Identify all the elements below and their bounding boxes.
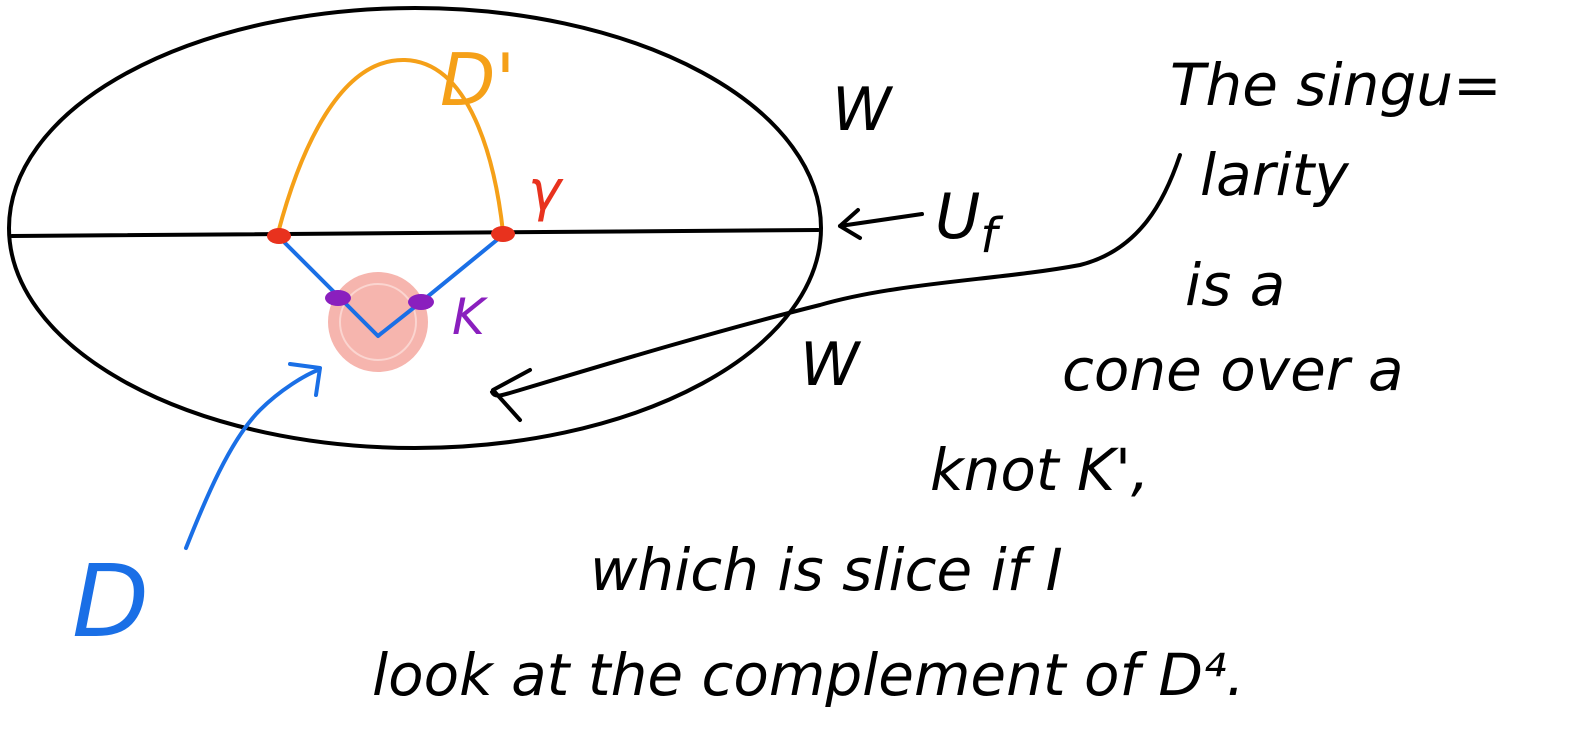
w-top-label: W [832, 75, 894, 145]
d-prime-arc [276, 57, 505, 235]
note-line-5: knot K', [930, 436, 1149, 504]
note-line-1: The singu= [1170, 51, 1502, 119]
curved-arrow-icon [490, 153, 1182, 422]
note-line-7: look at the complement of D⁴. [372, 641, 1245, 709]
left-arrow-icon [838, 208, 924, 240]
d-prime-label: D' [440, 38, 515, 122]
note-line-2: larity [1200, 141, 1349, 209]
note-line-3: is a [1185, 251, 1285, 319]
note-text: The singu= larity is a cone over a knot … [372, 51, 1502, 709]
k-point-right [408, 294, 434, 310]
k-point-left [325, 290, 351, 306]
note-line-6: which is slice if I [590, 536, 1063, 604]
up-arrow-icon [184, 362, 322, 550]
singularity-disk [328, 272, 428, 372]
k-label: K [452, 288, 489, 346]
d-label: D [72, 543, 149, 660]
singularity-inner-ring [339, 283, 417, 361]
gamma-point-left [267, 228, 291, 244]
gamma-point-right [491, 226, 515, 242]
manifold-ellipse [7, 6, 823, 450]
w-bottom-label: W [800, 330, 862, 400]
u-f-subscript: f [980, 208, 1003, 264]
note-line-4: cone over a [1062, 336, 1404, 404]
d-segments [277, 233, 505, 338]
u-f-line [10, 228, 820, 238]
gamma-label: γ [528, 159, 564, 224]
u-f-label: Uf [935, 180, 1003, 264]
